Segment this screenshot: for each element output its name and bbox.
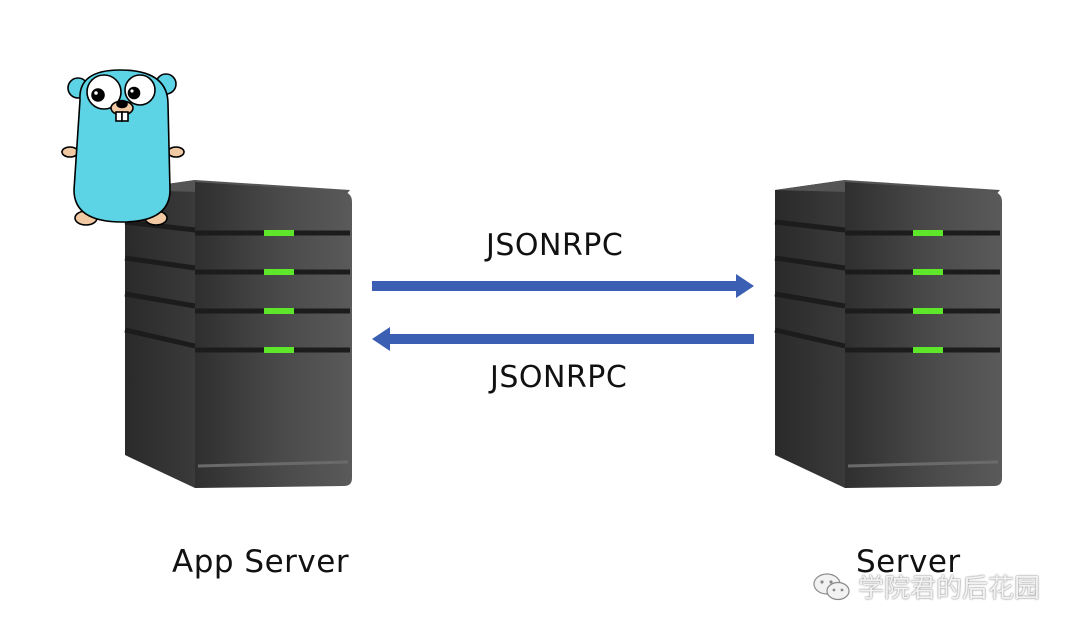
watermark-text: 学院君的后花园 <box>858 574 1041 604</box>
arrow-left <box>372 327 754 351</box>
arrow-right <box>372 274 754 298</box>
app-server-leds <box>264 230 294 353</box>
app-server-tower <box>124 180 352 488</box>
server-leds <box>913 230 943 353</box>
arrow-bottom-label: JSONRPC <box>490 360 628 395</box>
server-label: Server <box>856 544 961 580</box>
arrow-top-label: JSONRPC <box>486 228 624 263</box>
gopher-icon <box>61 69 185 226</box>
watermark: 学院君的后花园 <box>812 568 1040 605</box>
wechat-icon <box>813 572 850 600</box>
app-server-label: App Server <box>172 544 350 580</box>
server-tower <box>774 180 1002 488</box>
